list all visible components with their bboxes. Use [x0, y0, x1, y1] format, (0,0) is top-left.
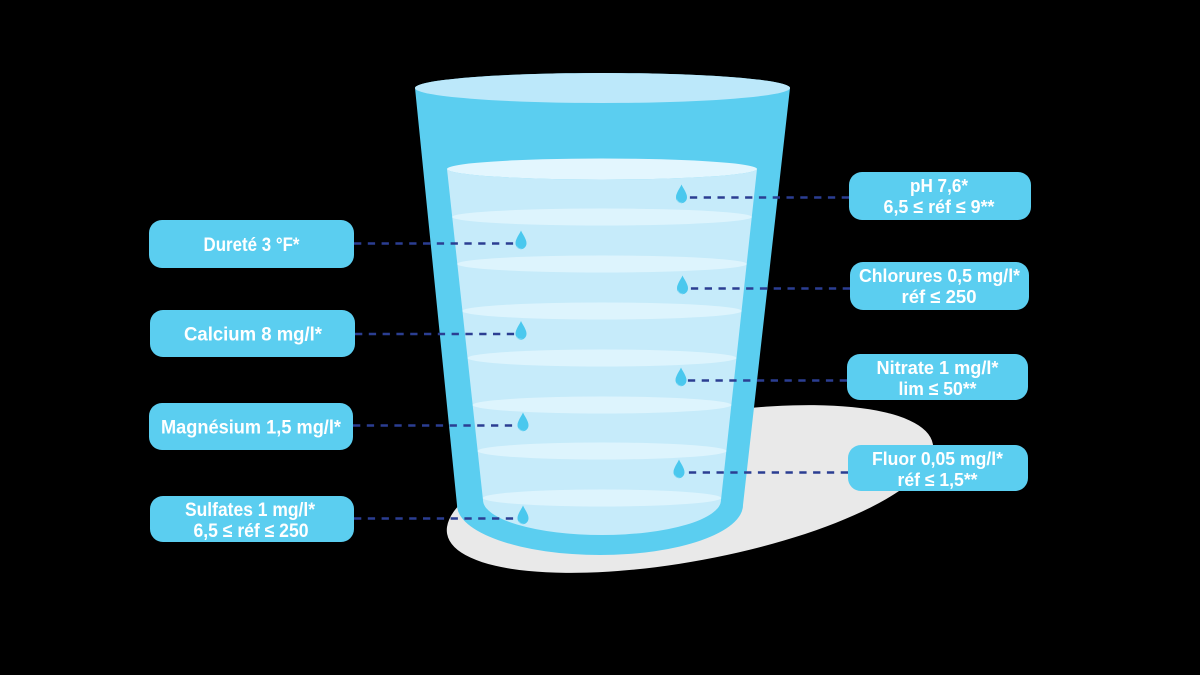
svg-text:Dureté 3 °F*: Dureté 3 °F*	[204, 234, 300, 256]
svg-text:réf ≤ 250: réf ≤ 250	[902, 286, 977, 307]
svg-text:réf ≤ 1,5**: réf ≤ 1,5**	[898, 469, 979, 490]
svg-text:Magnésium 1,5 mg/l*: Magnésium 1,5 mg/l*	[161, 417, 341, 439]
svg-text:Chlorures 0,5 mg/l*: Chlorures 0,5 mg/l*	[859, 265, 1021, 286]
svg-text:Fluor 0,05 mg/l*: Fluor 0,05 mg/l*	[872, 448, 1004, 469]
svg-text:6,5 ≤ réf ≤ 9**: 6,5 ≤ réf ≤ 9**	[884, 196, 996, 217]
svg-text:lim ≤ 50**: lim ≤ 50**	[899, 378, 978, 399]
svg-text:pH 7,6*: pH 7,6*	[910, 175, 969, 196]
svg-text:Sulfates 1 mg/l*: Sulfates 1 mg/l*	[185, 499, 315, 521]
svg-text:6,5 ≤ réf ≤ 250: 6,5 ≤ réf ≤ 250	[194, 520, 309, 542]
svg-text:Calcium 8 mg/l*: Calcium 8 mg/l*	[184, 324, 322, 346]
svg-text:Nitrate 1 mg/l*: Nitrate 1 mg/l*	[877, 357, 1000, 378]
